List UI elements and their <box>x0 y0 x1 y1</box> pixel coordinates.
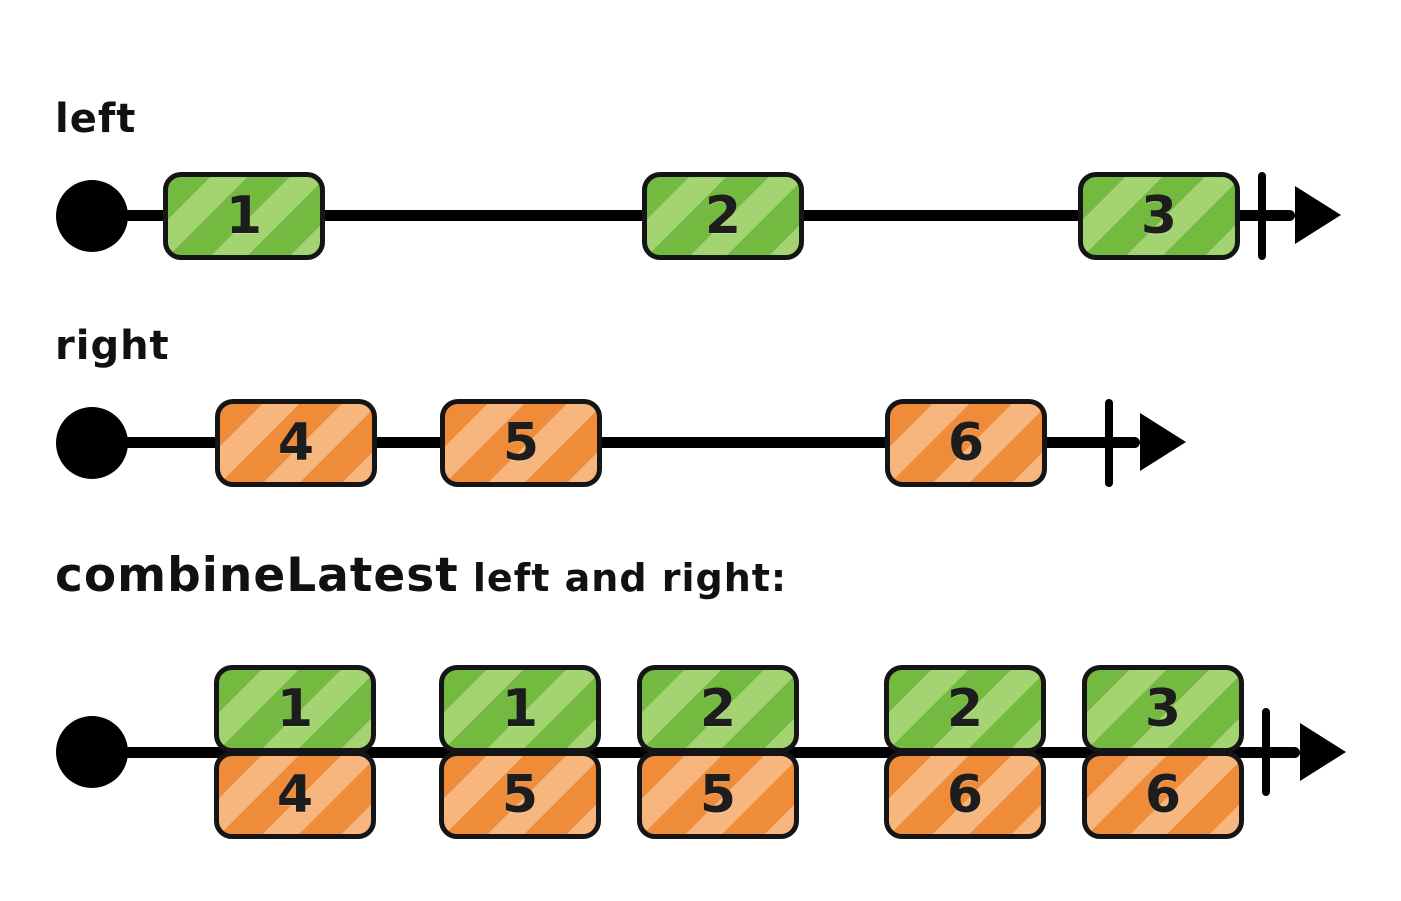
marble-value: 4 <box>277 413 315 473</box>
right-timeline-start-dot <box>56 407 128 479</box>
combined-pair-5-bottom: 6 <box>1082 751 1244 839</box>
operator-name: combineLatest <box>55 548 459 603</box>
combined-pair-3-bottom: 5 <box>637 751 799 839</box>
combined-timeline-completion-tick <box>1262 708 1270 796</box>
right-stream-label: right <box>55 323 170 369</box>
marble-value: 4 <box>276 765 314 825</box>
marble-value: 1 <box>501 679 539 739</box>
combined-pair-5-top: 3 <box>1082 665 1244 753</box>
combined-pair-4-top: 2 <box>884 665 1046 753</box>
right-timeline-line <box>90 437 1140 448</box>
right-marble-6: 6 <box>885 399 1047 487</box>
left-marble-3: 3 <box>1078 172 1240 260</box>
marble-value: 2 <box>699 679 737 739</box>
left-stream-label: left <box>55 96 137 142</box>
marble-value: 5 <box>699 765 737 825</box>
marble-value: 3 <box>1140 186 1178 246</box>
combine-latest-title: combineLatest left and right: <box>55 548 787 603</box>
combined-pair-1-top: 1 <box>214 665 376 753</box>
combined-timeline-start-dot <box>56 716 128 788</box>
combined-pair-4-bottom: 6 <box>884 751 1046 839</box>
left-timeline-start-dot <box>56 180 128 252</box>
right-timeline-completion-tick <box>1105 399 1113 487</box>
left-timeline-arrowhead-icon <box>1295 186 1341 244</box>
left-marble-2: 2 <box>642 172 804 260</box>
combined-timeline-arrowhead-icon <box>1300 723 1346 781</box>
right-marble-4: 4 <box>215 399 377 487</box>
left-timeline-completion-tick <box>1258 172 1266 260</box>
right-marble-5: 5 <box>440 399 602 487</box>
combined-pair-2-top: 1 <box>439 665 601 753</box>
marble-value: 2 <box>946 679 984 739</box>
marble-value: 2 <box>704 186 742 246</box>
marble-value: 5 <box>501 765 539 825</box>
marble-value: 6 <box>947 413 985 473</box>
marble-value: 6 <box>1144 765 1182 825</box>
marble-value: 1 <box>276 679 314 739</box>
operator-title-rest: left and right: <box>458 556 788 600</box>
marble-value: 1 <box>225 186 263 246</box>
combined-pair-1-bottom: 4 <box>214 751 376 839</box>
left-marble-1: 1 <box>163 172 325 260</box>
marble-value: 5 <box>502 413 540 473</box>
combined-pair-3-top: 2 <box>637 665 799 753</box>
combined-pair-2-bottom: 5 <box>439 751 601 839</box>
marble-value: 6 <box>946 765 984 825</box>
marble-value: 3 <box>1144 679 1182 739</box>
right-timeline-arrowhead-icon <box>1140 413 1186 471</box>
